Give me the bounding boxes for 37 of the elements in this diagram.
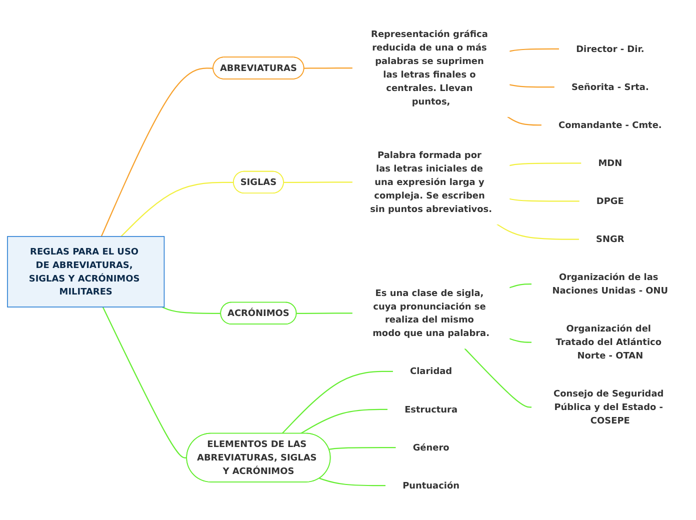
connector [507,116,542,126]
node-text: Comandante - Cmte. [558,120,662,130]
connector [120,182,234,237]
connector [100,68,214,237]
node-text: MDN [598,158,622,168]
node-text: Género [412,442,450,453]
node-text: Señorita - Srta. [571,81,649,92]
node-box: REGLAS PARA EL USO DE ABREVIATURAS, SIGLAS Y ACRÓNIMOS MILITARES [7,236,165,308]
node-text: Claridad [410,366,452,376]
connector [509,198,580,202]
node-text: Organización del Tratado del Atlántico Norte - OTAN [556,323,662,361]
connector [509,284,532,288]
connector [300,408,388,434]
node-text: Director - Dir. [576,43,644,54]
connector [304,67,353,69]
connector [319,478,386,486]
connector [328,446,396,450]
node-text: Consejo de Seguridad Pública y del Estado - COSEPE [554,388,664,426]
connector [464,348,532,408]
node-text: DPGE [596,196,624,206]
connector [162,306,221,314]
connector [509,84,555,88]
node-text: Representación gráfica reducida de una o más palabras se suprimen las letras finales o centrales. Llevan puntos, [371,28,488,107]
node-text: SNGR [596,234,624,244]
node-text: Puntuación [402,480,460,491]
connector [496,224,580,240]
node-text: Estructura [404,404,458,414]
node-text: Es una clase de sigla, cuya pronunciación se realiza del mismo modo que una palabra. [372,287,490,338]
connector [509,338,532,343]
connector [296,312,353,314]
connector [282,370,394,434]
connector [102,306,187,458]
connector [509,162,582,166]
connector [284,182,353,184]
node-text: Palabra formada por las letras iniciales de una expresión larga y compleja. Se escriben sin puntos abreviativos. [370,150,492,214]
connector [509,48,560,52]
node-text: Organización de las Naciones Unidas - ONU [552,272,668,296]
